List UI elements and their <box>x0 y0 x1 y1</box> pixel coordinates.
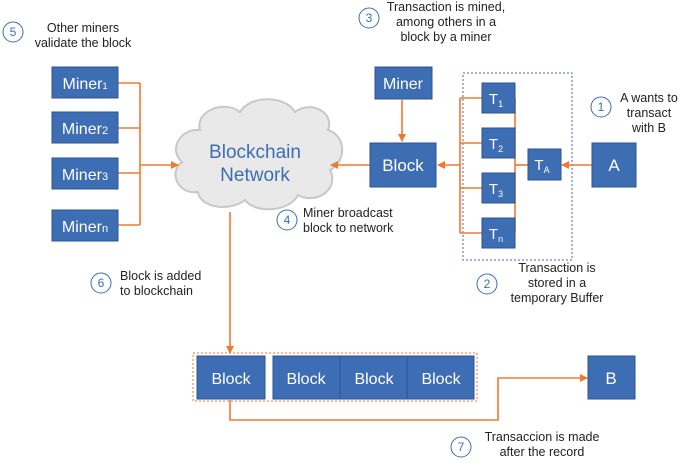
svg-text:Block: Block <box>354 371 394 388</box>
svg-text:Tn: Tn <box>489 226 503 244</box>
node-b: B <box>587 355 636 400</box>
new-block: Block <box>369 142 437 188</box>
svg-text:Block: Block <box>286 371 326 388</box>
miner-top: Miner <box>374 66 433 100</box>
svg-text:Minern: Minern <box>62 219 108 236</box>
svg-text:1: 1 <box>598 100 605 114</box>
svg-text:Block: Block <box>382 156 424 175</box>
svg-text:transact: transact <box>627 106 672 120</box>
svg-text:6: 6 <box>98 276 105 290</box>
connectors <box>118 82 592 421</box>
svg-text:block by a miner: block by a miner <box>400 30 491 44</box>
transaction-t2: T2 <box>481 127 516 159</box>
step-3: 3 Transaction is mined, among others in … <box>358 0 505 44</box>
step-2: 2 Transaction is stored in a temporary B… <box>476 261 604 305</box>
svg-text:Other miners: Other miners <box>47 21 119 35</box>
transaction-t1: T1 <box>481 82 516 114</box>
step-5: 5 Other miners validate the block <box>2 21 132 50</box>
svg-text:stored in a: stored in a <box>528 276 586 290</box>
svg-text:Miner2: Miner2 <box>62 121 108 138</box>
cloud-label-line1: Blockchain <box>209 142 301 163</box>
cloud-label-line2: Network <box>220 165 290 186</box>
svg-text:temporary Buffer: temporary Buffer <box>511 291 604 305</box>
svg-text:Miner3: Miner3 <box>62 167 108 184</box>
svg-text:T3: T3 <box>489 181 503 199</box>
svg-text:block to network: block to network <box>303 221 394 235</box>
svg-text:Block is added: Block is added <box>120 269 201 283</box>
svg-text:Miner broadcast: Miner broadcast <box>303 206 393 220</box>
svg-text:Miner: Miner <box>383 76 424 93</box>
step-6: 6 Block is added to blockchain <box>90 269 201 298</box>
step-7: 7 Transaccion is made after the record <box>450 430 600 459</box>
svg-text:Block: Block <box>211 371 251 388</box>
step-1: 1 A wants to transact with B <box>590 91 678 135</box>
blockchain-network-cloud: Blockchain Network <box>174 98 344 211</box>
chain-block-3: Block <box>339 355 408 400</box>
miner-1: Miner1 <box>51 66 119 99</box>
svg-text:among others in a: among others in a <box>396 15 496 29</box>
svg-text:Transaction is mined,: Transaction is mined, <box>387 0 505 14</box>
svg-text:Transaction is: Transaction is <box>518 261 595 275</box>
chain-block-1: Block <box>196 355 266 400</box>
svg-text:Miner1: Miner1 <box>62 76 107 93</box>
svg-text:validate the block: validate the block <box>35 36 132 50</box>
node-a: A <box>591 142 637 188</box>
miner-2: Miner2 <box>51 111 119 144</box>
svg-text:T2: T2 <box>489 136 503 154</box>
svg-text:2: 2 <box>484 277 491 291</box>
svg-text:A wants to: A wants to <box>620 91 678 105</box>
svg-text:to blockchain: to blockchain <box>120 284 193 298</box>
blockchain-container <box>192 352 478 402</box>
svg-text:T1: T1 <box>489 91 503 109</box>
svg-text:TA: TA <box>534 157 549 175</box>
transaction-t3: T3 <box>481 172 516 204</box>
svg-text:Transaccion is made: Transaccion is made <box>485 430 600 444</box>
svg-text:Block: Block <box>421 371 461 388</box>
svg-text:5: 5 <box>10 25 17 39</box>
miner-3: Miner3 <box>51 157 119 190</box>
transaction-tn: Tn <box>481 217 516 249</box>
svg-text:7: 7 <box>458 440 465 454</box>
transaction-ta: TA <box>527 148 562 181</box>
chain-block-4: Block <box>406 355 475 400</box>
chain-block-2: Block <box>272 355 341 400</box>
svg-text:with B: with B <box>631 121 666 135</box>
svg-text:3: 3 <box>366 11 373 25</box>
svg-text:4: 4 <box>284 213 291 227</box>
svg-text:B: B <box>605 369 616 388</box>
svg-text:A: A <box>608 156 620 175</box>
svg-text:after the record: after the record <box>500 445 585 459</box>
step-4: 4 Miner broadcast block to network <box>276 206 394 235</box>
miner-n: Minern <box>51 209 119 242</box>
